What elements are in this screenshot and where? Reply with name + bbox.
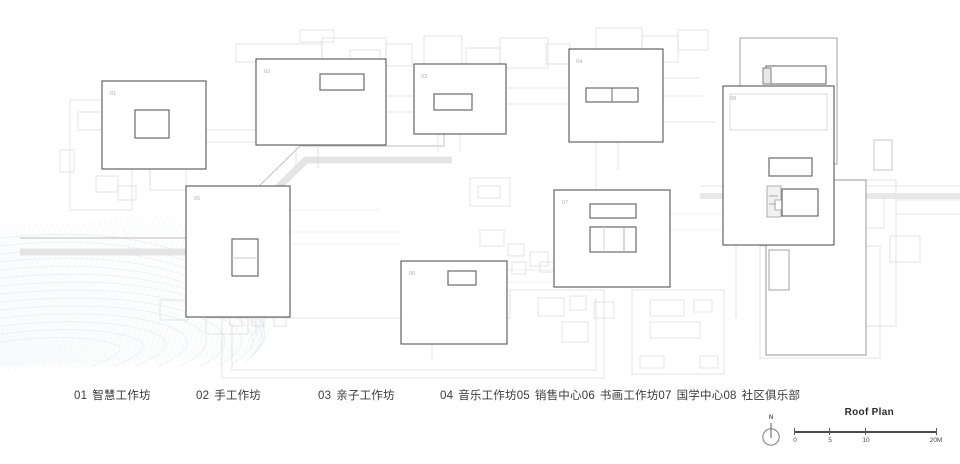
legend-num-06: 06	[581, 390, 595, 402]
legend-num-02: 02	[196, 390, 210, 402]
block-06	[400, 260, 508, 345]
legend-num-05: 05	[516, 390, 530, 402]
block-04	[568, 48, 664, 143]
legend-label-03: 亲子工作坊	[336, 390, 395, 402]
legend-item-06: 06 书画工作坊	[582, 385, 659, 407]
north-arrow-icon: N	[758, 415, 784, 449]
scale-tick-5	[829, 428, 831, 435]
scale-label-5: 5	[828, 437, 832, 444]
scale-tick-20	[936, 428, 938, 435]
block-07	[553, 189, 671, 288]
block-08	[722, 85, 835, 291]
scale-label-20: 20M	[929, 437, 943, 444]
legend-item-02: 02 手工作坊	[196, 385, 318, 407]
legend-num-03: 03	[318, 390, 332, 402]
block-number-labels: 01 02 03 04 05 06 07 08	[110, 59, 736, 277]
block-02	[255, 58, 387, 146]
block-05	[185, 185, 291, 318]
legend-item-05: 05 销售中心	[517, 385, 582, 407]
legend-item-01: 01 智慧工作坊	[74, 385, 196, 407]
block-03	[413, 63, 507, 135]
legend-label-01: 智慧工作坊	[92, 390, 151, 402]
page-title: Roof Plan	[844, 407, 894, 418]
legend-label-05: 销售中心	[534, 390, 582, 402]
legend-label-02: 手工作坊	[214, 390, 262, 402]
block-label-05: 05	[194, 196, 200, 202]
north-letter: N	[768, 415, 774, 421]
legend-item-04: 04 音乐工作坊	[440, 385, 517, 407]
legend-num-08: 08	[723, 390, 737, 402]
legend-item-08: 08 社区俱乐部	[723, 385, 800, 407]
project-blocks	[101, 48, 835, 345]
scale-tick-10	[865, 428, 867, 435]
legend-num-01: 01	[74, 390, 88, 402]
block-label-04: 04	[576, 59, 582, 65]
block-01	[101, 80, 207, 170]
scale-bar: 0 5 10 20M	[792, 426, 942, 452]
legend-label-07: 国学中心	[676, 390, 724, 402]
block-label-02: 02	[264, 69, 270, 75]
legend-num-04: 04	[440, 390, 454, 402]
legend-label-06: 书画工作坊	[599, 390, 659, 402]
block-label-06: 06	[409, 271, 415, 277]
block-label-08: 08	[730, 96, 736, 102]
legend-label-04: 音乐工作坊	[458, 390, 517, 402]
legend-num-07: 07	[658, 390, 672, 402]
legend-label-08: 社区俱乐部	[741, 390, 801, 402]
context-volume-skylight	[762, 65, 827, 85]
scale-tick-0	[794, 428, 796, 435]
scale-label-0: 0	[793, 437, 797, 444]
block-label-01: 01	[110, 91, 116, 97]
title-block: Roof Plan N 0 5 10 20M	[756, 405, 946, 455]
scale-label-10: 10	[862, 437, 870, 444]
legend: 01 智慧工作坊 02 手工作坊 03 亲子工作坊 04 音乐工作坊 05 销售…	[74, 385, 800, 407]
legend-item-03: 03 亲子工作坊	[318, 385, 440, 407]
block-label-03: 03	[421, 74, 427, 80]
block-label-07: 07	[562, 200, 568, 206]
legend-item-07: 07 国学中心	[658, 385, 723, 407]
